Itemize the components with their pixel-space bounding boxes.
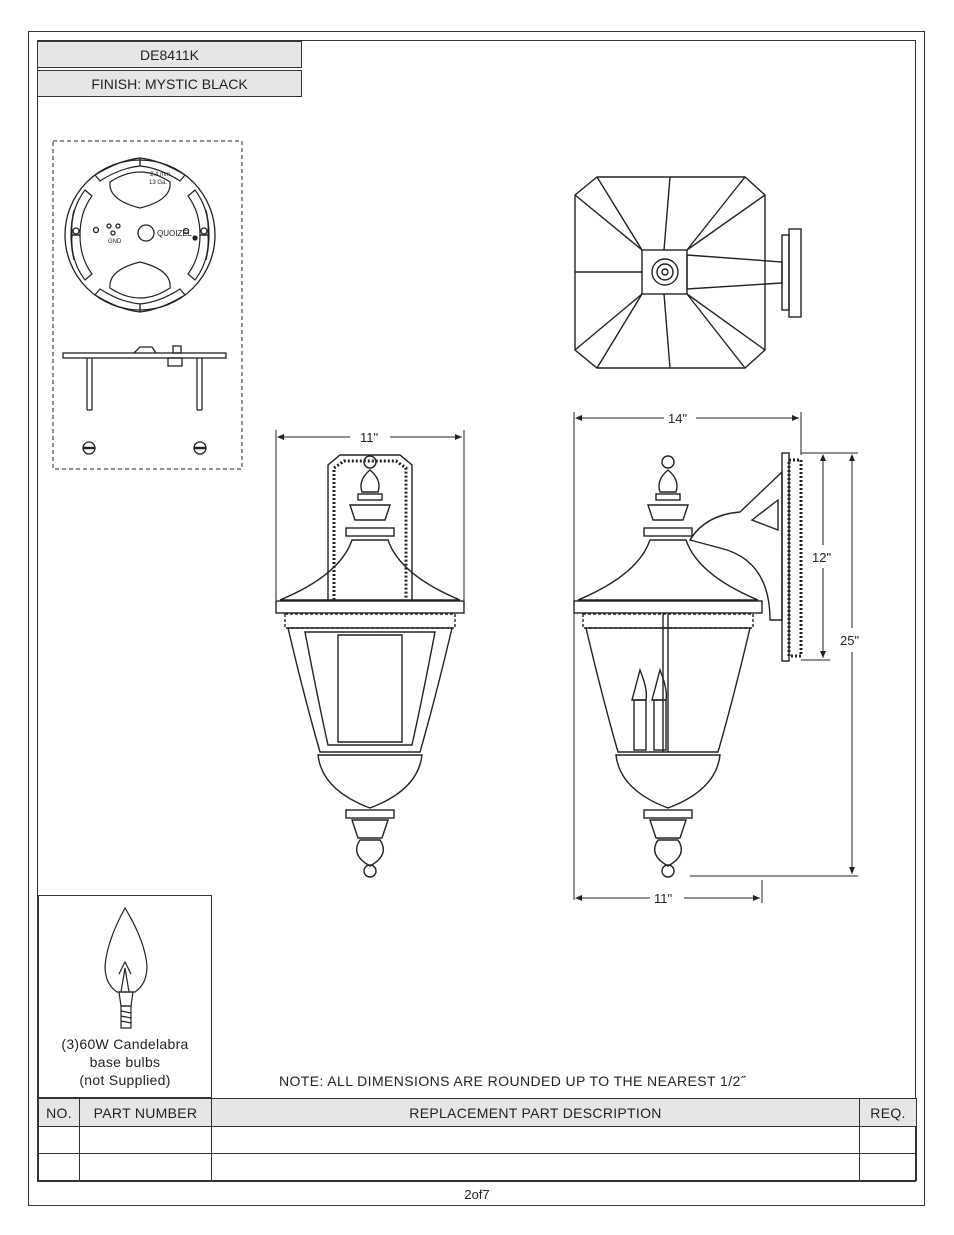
- table-cell: [211, 1153, 860, 1181]
- bulb-spec-line2: base bulbs: [89, 1054, 161, 1070]
- col-header-no: NO.: [38, 1098, 80, 1127]
- table-cell: [79, 1153, 212, 1181]
- col-header-description: REPLACEMENT PART DESCRIPTION: [211, 1098, 860, 1127]
- center-hole: [137, 224, 155, 242]
- plate-slots: [70, 157, 210, 313]
- bulb-spec-line1: (3)60W Candelabra: [61, 1036, 189, 1052]
- finish-label: FINISH: MYSTIC BLACK: [37, 70, 302, 97]
- side-depth-label: 14": [668, 411, 687, 426]
- inner-frame: [37, 40, 916, 1182]
- side-width-label: 11": [654, 891, 672, 906]
- plate-gauge-label: 13 Ga.: [149, 180, 167, 186]
- table-cell: [211, 1126, 860, 1154]
- table-cell: [38, 1126, 80, 1154]
- mounting-plate-circle: [64, 159, 216, 311]
- plate-brand-label: QUOIZEL: [157, 229, 193, 238]
- plate-side-view: [62, 352, 227, 359]
- side-view-drawing: [573, 452, 803, 878]
- replacement-parts-table: NO. PART NUMBER REPLACEMENT PART DESCRIP…: [38, 1098, 917, 1181]
- candelabra-bulb-icon: [104, 906, 148, 1029]
- plate-thickness-label: 2.4 mm: [150, 172, 170, 178]
- front-view-drawing: [275, 454, 465, 878]
- table-cell: [859, 1126, 917, 1154]
- page-number: 2of7: [464, 1187, 490, 1202]
- table-cell: [79, 1126, 212, 1154]
- backplate-height-label: 12": [812, 550, 831, 565]
- bulb-spec-line3: (not Supplied): [79, 1072, 171, 1088]
- top-view-drawing: [574, 176, 802, 369]
- model-number: DE8411K: [37, 41, 302, 68]
- col-header-part-number: PART NUMBER: [79, 1098, 212, 1127]
- dimension-note: NOTE: ALL DIMENSIONS ARE ROUNDED UP TO T…: [279, 1073, 746, 1089]
- dimension-lines: [275, 412, 858, 903]
- plate-gnd-label: GND: [108, 239, 122, 245]
- table-header-row: NO. PART NUMBER REPLACEMENT PART DESCRIP…: [38, 1098, 917, 1127]
- table-cell: [38, 1153, 80, 1181]
- col-header-req: REQ.: [859, 1098, 917, 1127]
- bulb-info-box: (3)60W Candelabra base bulbs (not Suppli…: [38, 895, 212, 1098]
- table-cell: [859, 1153, 917, 1181]
- detail-box: [52, 140, 243, 470]
- table-row: [38, 1153, 917, 1181]
- front-width-label: 11": [360, 430, 378, 445]
- table-row: [38, 1126, 917, 1154]
- overall-height-label: 25": [840, 633, 859, 648]
- mounting-plate-detail: [52, 140, 243, 470]
- outer-frame: [28, 31, 925, 1206]
